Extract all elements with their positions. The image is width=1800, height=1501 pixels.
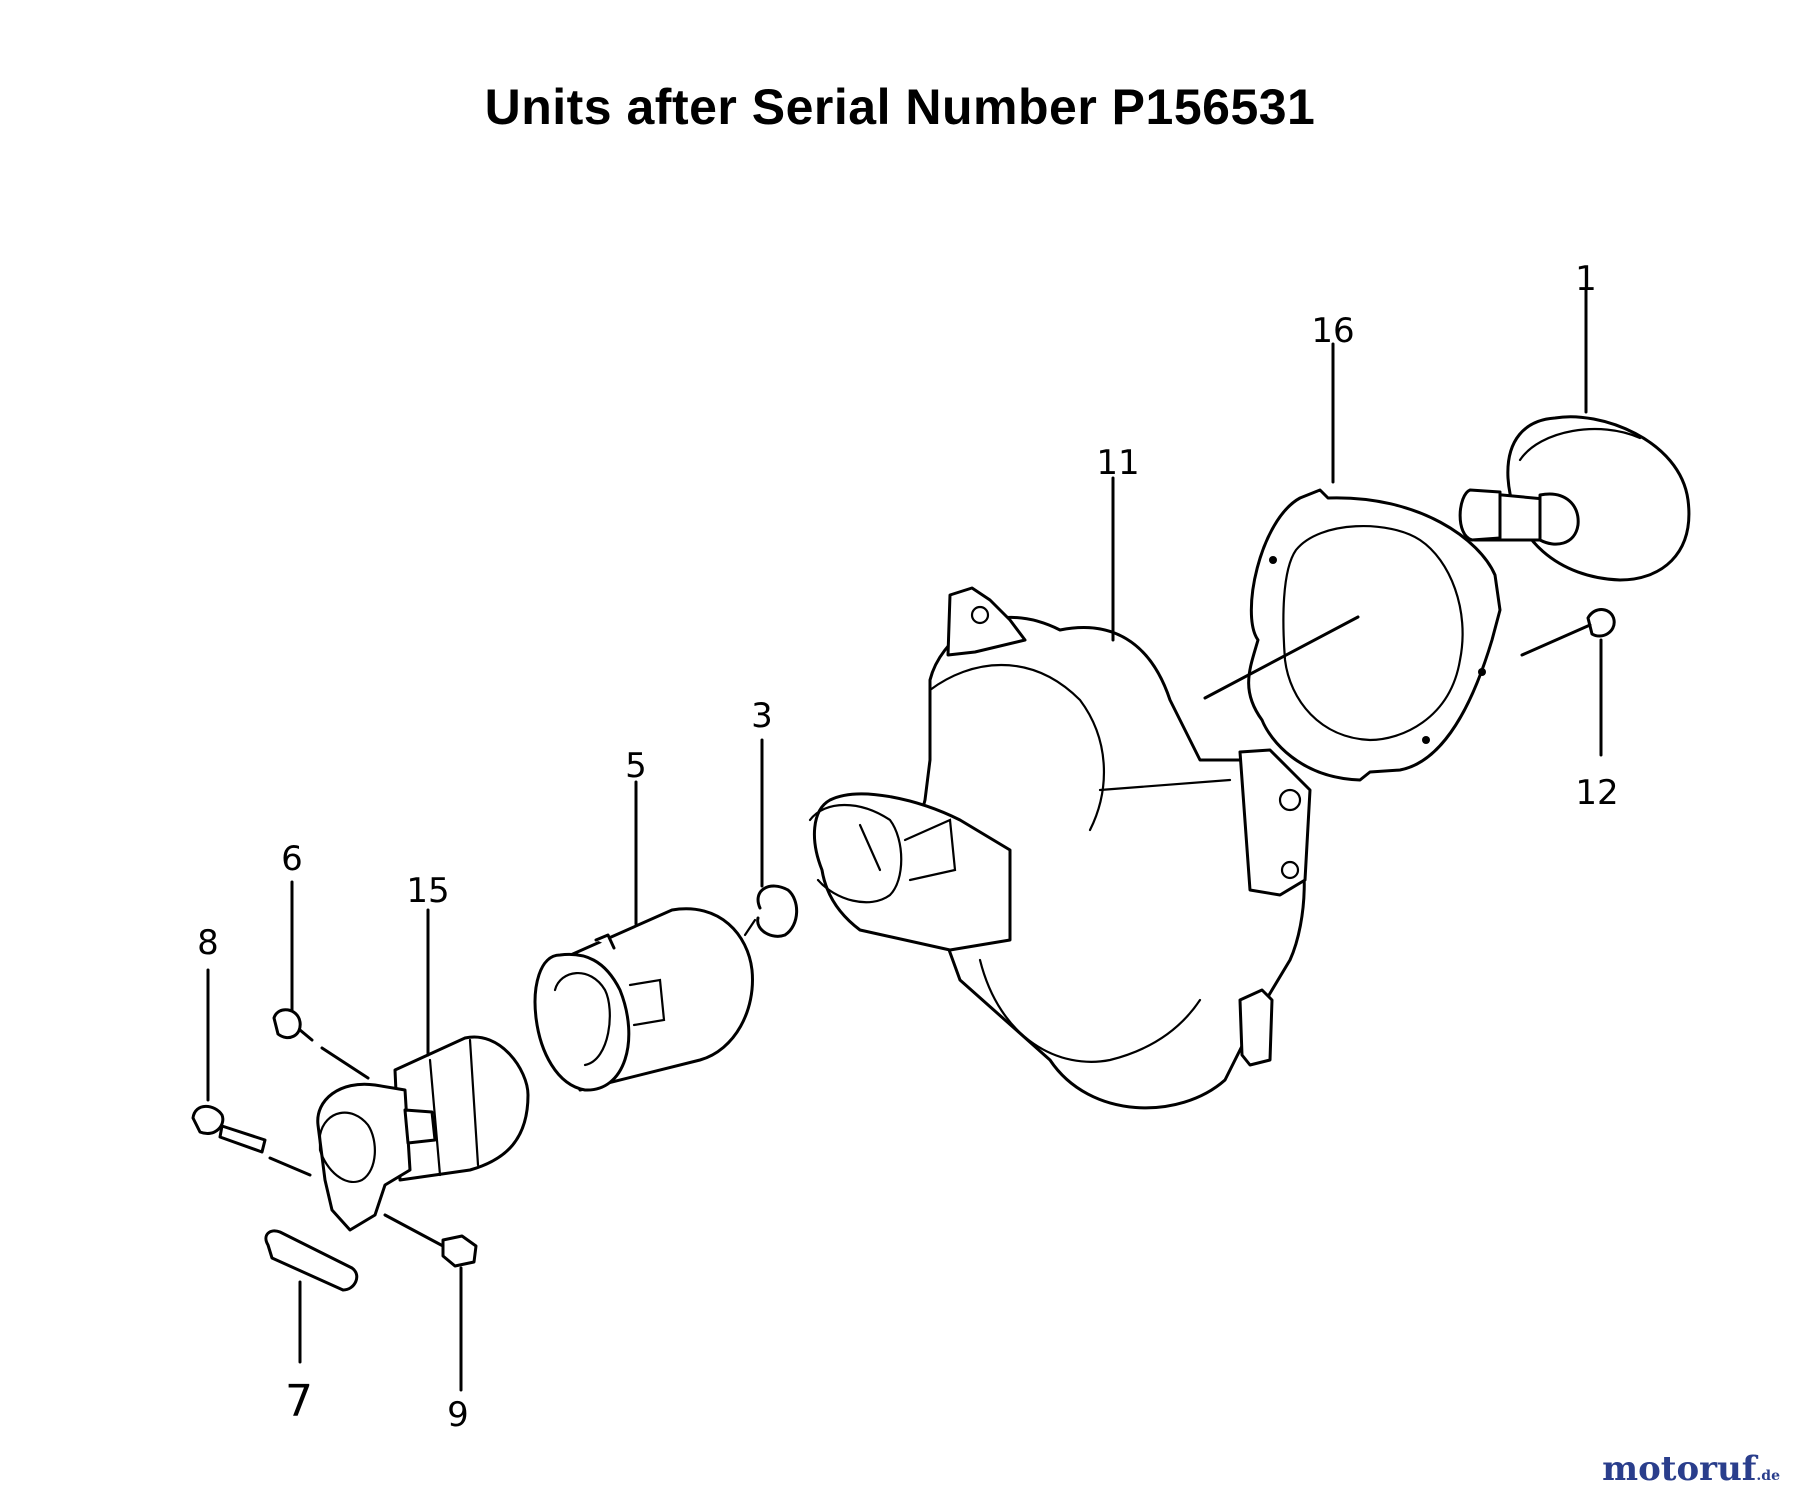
callout-label-12: 12 bbox=[1575, 773, 1618, 813]
callout-9: 9 bbox=[447, 1266, 469, 1435]
callout-label-5: 5 bbox=[625, 746, 647, 786]
callout-label-1: 1 bbox=[1575, 259, 1597, 299]
callout-label-3: 3 bbox=[751, 696, 773, 736]
callout-12: 12 bbox=[1575, 638, 1619, 813]
callout-11: 11 bbox=[1096, 443, 1140, 642]
watermark-main: motoruf bbox=[1602, 1449, 1757, 1489]
callout-label-6: 6 bbox=[281, 839, 303, 879]
callout-label-16: 16 bbox=[1311, 311, 1354, 351]
callout-label-9: 9 bbox=[447, 1395, 469, 1435]
callout-7: 7 bbox=[285, 1280, 313, 1427]
bearing-sleeve-part bbox=[533, 907, 754, 1092]
callout-1: 1 bbox=[1575, 259, 1597, 414]
nut-part-9 bbox=[383, 1213, 478, 1268]
callout-6: 6 bbox=[281, 839, 303, 1012]
watermark-suffix: .de bbox=[1756, 1468, 1780, 1484]
pin-part-7 bbox=[264, 1229, 359, 1292]
bolt-part-8 bbox=[191, 1104, 312, 1177]
gasket-plate-part bbox=[1203, 488, 1502, 782]
callout-label-15: 15 bbox=[406, 871, 449, 911]
callout-label-8: 8 bbox=[197, 923, 219, 963]
gear-case-housing-part bbox=[808, 586, 1312, 1110]
screw-part-6 bbox=[272, 1008, 370, 1080]
callout-15: 15 bbox=[406, 871, 450, 1057]
callout-16: 16 bbox=[1311, 311, 1355, 484]
watermark-logo: motoruf.de bbox=[1602, 1449, 1780, 1489]
callout-label-11: 11 bbox=[1096, 443, 1139, 483]
clutch-drum-part bbox=[1446, 415, 1691, 582]
callout-label-7: 7 bbox=[285, 1376, 313, 1427]
shaft-clamp-part bbox=[316, 1035, 530, 1232]
screw-part-12 bbox=[1520, 608, 1616, 657]
callout-5: 5 bbox=[625, 746, 647, 926]
diagram-title: Units after Serial Number P156531 bbox=[484, 79, 1316, 135]
snap-ring-part bbox=[743, 884, 799, 938]
callout-8: 8 bbox=[197, 923, 219, 1102]
callout-3: 3 bbox=[751, 696, 773, 888]
